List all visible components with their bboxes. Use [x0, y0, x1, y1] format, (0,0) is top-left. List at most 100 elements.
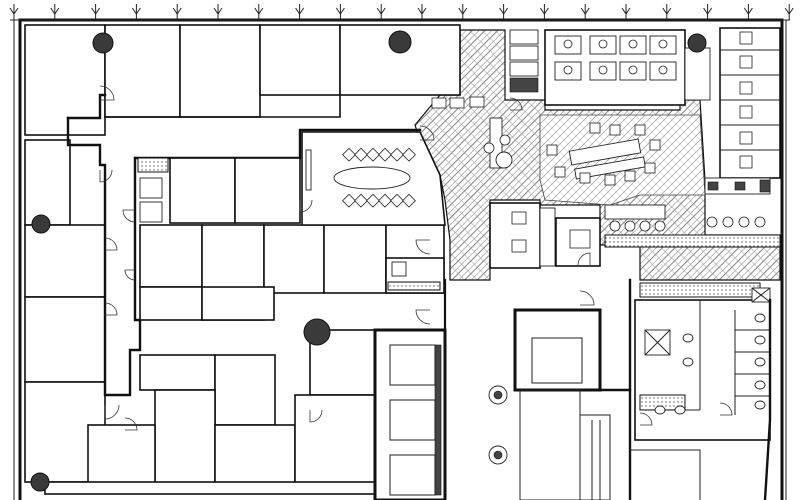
office-chair [739, 81, 753, 95]
mullion-tick-head [335, 7, 345, 15]
mullion-tick-head [91, 7, 101, 15]
lounge-furniture [431, 96, 646, 180]
lounge-chair [604, 174, 616, 186]
lounge-chair [644, 162, 656, 174]
mullion-tick-head [295, 7, 305, 15]
door-swing [419, 125, 435, 141]
structural-column [388, 30, 412, 54]
office-chair [739, 105, 753, 119]
mullion-tick-head [376, 7, 386, 15]
toilet-fixture [674, 405, 686, 415]
door-swing [577, 252, 591, 266]
bar-stool [654, 220, 666, 232]
conference-chair [378, 193, 392, 208]
door-swing [299, 199, 313, 213]
door-swing [99, 85, 115, 101]
lounge-chair [579, 172, 591, 184]
workstation-chair [598, 39, 608, 49]
door-swing [124, 417, 138, 431]
mullion-tick-head [784, 7, 794, 15]
mullion-tick-head [172, 7, 182, 15]
kitchen-counter [604, 177, 781, 298]
door-swing [99, 169, 113, 183]
conference-chairs [342, 147, 416, 208]
lounge-chair [609, 124, 621, 136]
bar-stool [722, 216, 734, 228]
lounge-chair [554, 166, 566, 178]
mullion-tick-head [458, 7, 468, 15]
structural-column [303, 318, 331, 346]
mullion-tick-head [213, 7, 223, 15]
workstation-chair [658, 65, 668, 75]
door-swing [415, 309, 431, 325]
conference-chair [354, 193, 368, 208]
pantry-nook [137, 157, 169, 223]
bar-stool [624, 220, 636, 232]
restroom-fixtures [654, 313, 766, 415]
conference-chair [342, 193, 356, 208]
window-mullion-row [9, 4, 794, 20]
mullion-tick-head [743, 7, 753, 15]
mullion-tick-head [417, 7, 427, 15]
toilet-fixture [754, 400, 766, 410]
corridor-walls [66, 93, 422, 397]
structural-column [92, 32, 114, 54]
office-chair [739, 31, 753, 45]
toilet-fixture [754, 380, 766, 390]
door-swing [104, 302, 118, 316]
restrooms [634, 287, 771, 441]
office-chair [739, 55, 753, 69]
mullion-tick-head [499, 7, 509, 15]
lounge-chairs [546, 122, 661, 186]
conference-chair [378, 147, 392, 162]
mullion-tick-head [580, 7, 590, 15]
door-swing [415, 239, 431, 255]
workstation-chair [563, 65, 573, 75]
conference-chair [402, 193, 416, 208]
door-swings [99, 85, 733, 431]
office-chair [739, 155, 753, 169]
workstation-chair [628, 65, 638, 75]
mullion-tick-head [703, 7, 713, 15]
mullion-tick-head [131, 7, 141, 15]
workstation-chair [598, 65, 608, 75]
office-rooms-center [44, 157, 445, 495]
bar-stool [609, 220, 621, 232]
door-swing [104, 237, 118, 251]
structural-column [30, 472, 50, 492]
mullion-tick-head [621, 7, 631, 15]
conference-room [301, 131, 446, 226]
bar-stools [609, 216, 766, 232]
copy-room [385, 257, 445, 294]
mullion-tick-head [9, 7, 19, 15]
exterior-wall [10, 18, 790, 500]
break-room [489, 202, 601, 269]
east-lower-wall [630, 298, 772, 500]
door-swing [122, 209, 136, 223]
door-swing [124, 269, 136, 281]
structural-columns [30, 30, 707, 492]
workstation-desks [554, 35, 711, 101]
door-swing [639, 412, 653, 426]
conference-chair [402, 147, 416, 162]
core-elevator-shafts [373, 278, 447, 500]
east-office-chairs [739, 31, 753, 169]
lounge-chair [624, 170, 636, 182]
toilet-fixture [682, 357, 694, 367]
lounge-chair [649, 139, 661, 151]
bar-stool [639, 220, 651, 232]
office-rooms-west [24, 24, 461, 483]
conference-chair [342, 147, 356, 162]
conference-chair [366, 147, 380, 162]
workstation-chair [628, 39, 638, 49]
core-stair [488, 278, 632, 500]
toilet-fixture [682, 333, 694, 343]
mullion-tick-head [50, 7, 60, 15]
lounge-chair [589, 122, 601, 134]
door-swing [719, 402, 733, 416]
door-swing [309, 409, 323, 423]
bar-stool [754, 216, 766, 228]
conference-chair [390, 193, 404, 208]
structural-column [687, 33, 707, 53]
